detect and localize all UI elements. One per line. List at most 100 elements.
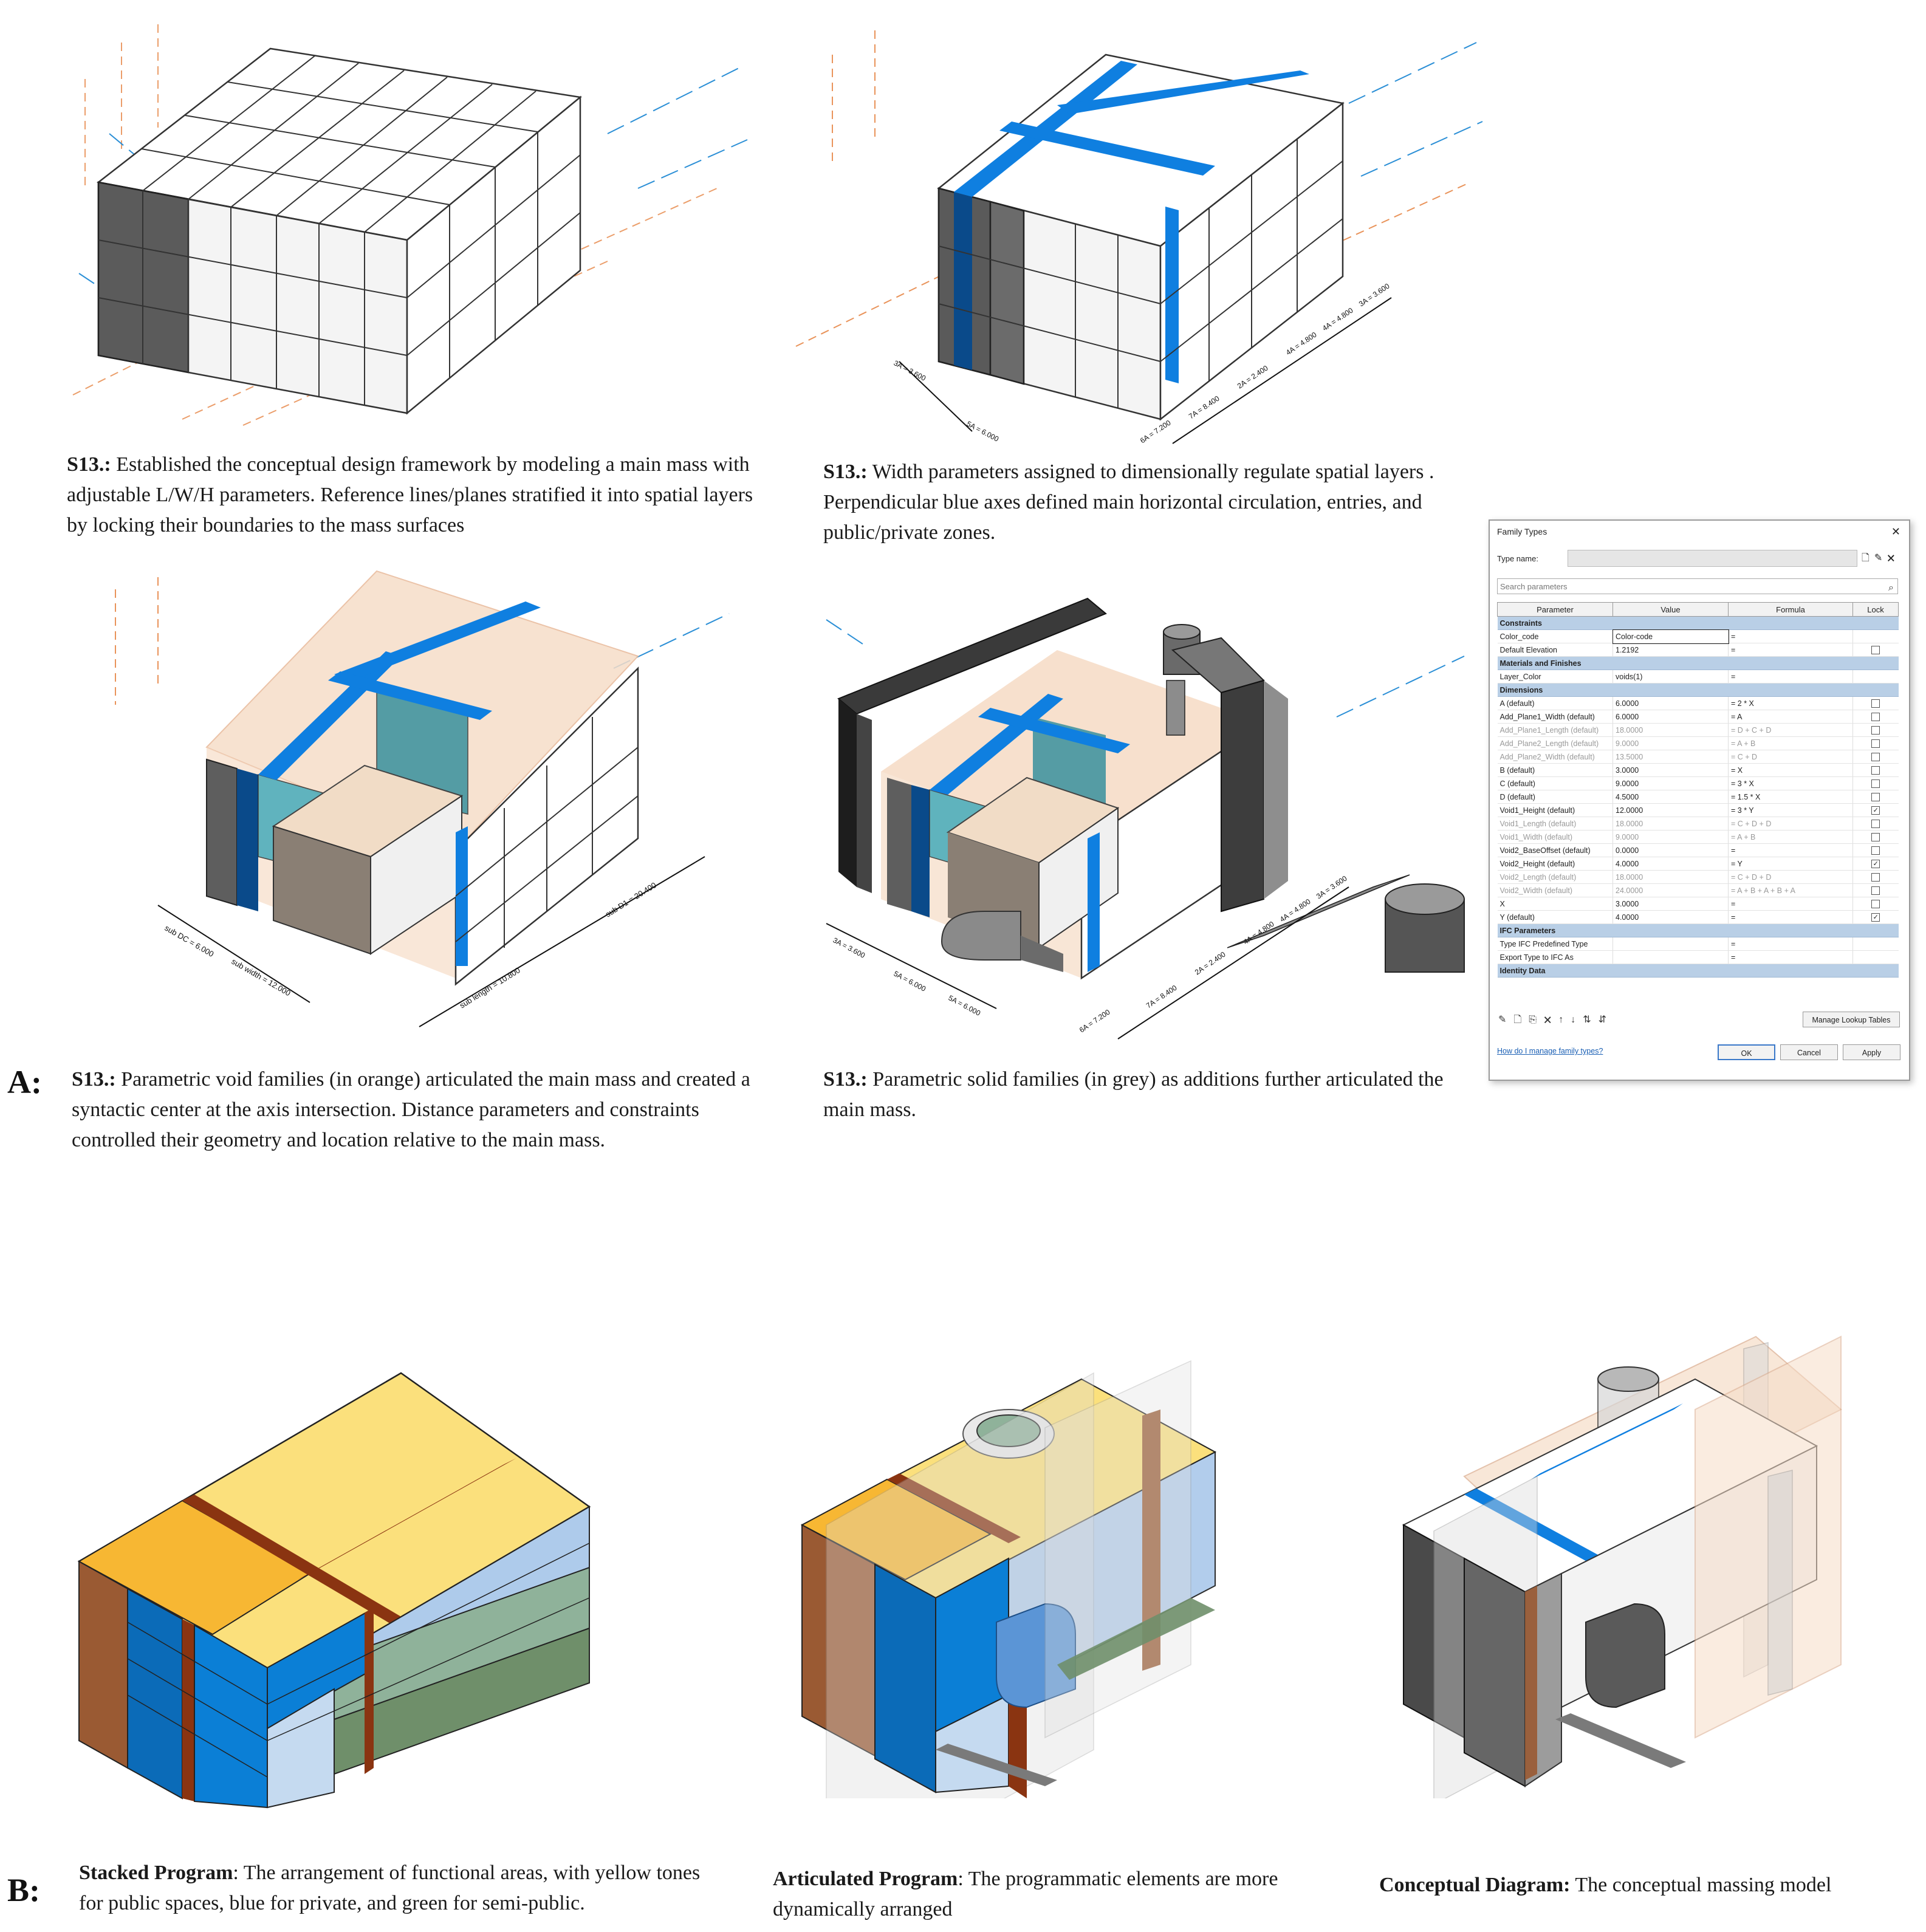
parameter-row[interactable]: Export Type to IFC As= xyxy=(1497,950,1899,964)
parameter-value[interactable]: 18.0000 xyxy=(1612,817,1729,831)
parameter-value[interactable]: 4.0000 xyxy=(1612,857,1729,871)
parameter-row[interactable]: Add_Plane1_Width (default)6.0000= A xyxy=(1497,710,1899,724)
parameter-row[interactable]: Add_Plane2_Width (default)13.5000= C + D xyxy=(1497,750,1899,764)
parameter-group-row[interactable]: Materials and Finishes xyxy=(1497,656,1899,670)
lock-checkbox[interactable] xyxy=(1871,779,1880,788)
lock-checkbox[interactable] xyxy=(1871,752,1880,761)
parameter-value[interactable]: 9.0000 xyxy=(1612,736,1729,750)
col-header-value[interactable]: Value xyxy=(1612,602,1729,617)
parameter-formula[interactable]: = C + D + D xyxy=(1728,870,1853,884)
close-icon[interactable]: ✕ xyxy=(1891,526,1900,538)
parameter-group-row[interactable]: Dimensions xyxy=(1497,683,1899,697)
parameter-group-row[interactable]: IFC Parameters xyxy=(1497,923,1899,937)
manage-lookup-tables-button[interactable]: Manage Lookup Tables xyxy=(1803,1012,1900,1027)
lock-checkbox[interactable] xyxy=(1871,899,1880,908)
rename-type-icon[interactable]: ✎ xyxy=(1874,553,1888,563)
lock-checkbox[interactable] xyxy=(1871,846,1880,855)
lock-checkbox[interactable]: ✓ xyxy=(1871,913,1880,922)
lock-checkbox[interactable] xyxy=(1871,832,1880,841)
parameter-formula[interactable]: = 1.5 * X xyxy=(1728,790,1853,804)
lock-checkbox[interactable] xyxy=(1871,699,1880,708)
parameter-row[interactable]: Void2_BaseOffset (default)0.0000= xyxy=(1497,843,1899,857)
move-down-icon[interactable]: ↓ xyxy=(1571,1015,1583,1025)
lock-checkbox[interactable] xyxy=(1871,645,1880,654)
apply-button[interactable]: Apply xyxy=(1843,1044,1900,1060)
parameter-value[interactable]: 1.2192 xyxy=(1612,643,1729,657)
lock-checkbox[interactable] xyxy=(1871,872,1880,882)
parameter-row[interactable]: Add_Plane2_Length (default)9.0000= A + B xyxy=(1497,736,1899,750)
parameter-formula[interactable]: = C + D xyxy=(1728,750,1853,764)
parameter-formula[interactable]: = xyxy=(1728,843,1853,857)
parameter-formula[interactable]: = 3 * Y xyxy=(1728,803,1853,817)
parameter-formula[interactable]: = C + D + D xyxy=(1728,817,1853,831)
parameter-row[interactable]: Add_Plane1_Length (default)18.0000= D + … xyxy=(1497,723,1899,737)
delete-type-icon[interactable]: 🗙 xyxy=(1887,553,1900,563)
parameter-value[interactable]: 0.0000 xyxy=(1612,843,1729,857)
new-parameter-icon[interactable]: 🗋 xyxy=(1513,1015,1529,1025)
parameter-formula[interactable]: = Y xyxy=(1728,857,1853,871)
col-header-parameter[interactable]: Parameter xyxy=(1497,602,1613,617)
parameter-value[interactable]: 13.5000 xyxy=(1612,750,1729,764)
new-type-icon[interactable]: 🗋 xyxy=(1862,553,1874,563)
parameter-value[interactable]: 9.0000 xyxy=(1612,830,1729,844)
parameter-value[interactable]: Color-code xyxy=(1612,629,1729,644)
parameter-row[interactable]: B (default)3.0000= X xyxy=(1497,763,1899,777)
parameter-row[interactable]: Void1_Height (default)12.0000= 3 * Y✓ xyxy=(1497,803,1899,817)
parameter-formula[interactable]: = xyxy=(1728,629,1853,643)
parameter-formula[interactable]: = A + B xyxy=(1728,830,1853,844)
parameter-row[interactable]: Void1_Length (default)18.0000= C + D + D xyxy=(1497,817,1899,831)
parameter-value[interactable]: 4.5000 xyxy=(1612,790,1729,804)
parameter-row[interactable]: A (default)6.0000= 2 * X xyxy=(1497,696,1899,710)
parameter-value[interactable] xyxy=(1612,950,1729,964)
edit-parameter-icon[interactable]: ✎ xyxy=(1498,1015,1514,1025)
parameter-value[interactable]: 18.0000 xyxy=(1612,870,1729,884)
parameter-value[interactable]: 9.0000 xyxy=(1612,776,1729,790)
parameter-row[interactable]: C (default)9.0000= 3 * X xyxy=(1497,776,1899,790)
help-link[interactable]: How do I manage family types? xyxy=(1497,1047,1603,1055)
parameter-formula[interactable]: = A + B + A + B + A xyxy=(1728,883,1853,897)
parameter-row[interactable]: Type IFC Predefined Type= xyxy=(1497,937,1899,951)
parameter-value[interactable]: 3.0000 xyxy=(1612,763,1729,777)
parameter-formula[interactable]: = D + C + D xyxy=(1728,723,1853,737)
parameter-row[interactable]: Void2_Height (default)4.0000= Y✓ xyxy=(1497,857,1899,871)
parameter-row[interactable]: Void1_Width (default)9.0000= A + B xyxy=(1497,830,1899,844)
lock-checkbox[interactable] xyxy=(1871,725,1880,735)
parameter-value[interactable]: 6.0000 xyxy=(1612,696,1729,710)
cancel-button[interactable]: Cancel xyxy=(1780,1044,1838,1060)
lock-checkbox[interactable] xyxy=(1871,886,1880,895)
lock-checkbox[interactable] xyxy=(1871,819,1880,828)
sort-descending-icon[interactable]: ⇵ xyxy=(1598,1015,1614,1025)
lock-checkbox[interactable] xyxy=(1871,766,1880,775)
lock-checkbox[interactable]: ✓ xyxy=(1871,859,1880,868)
parameter-value[interactable]: 3.0000 xyxy=(1612,897,1729,911)
parameter-formula[interactable]: = xyxy=(1728,937,1853,951)
lock-checkbox[interactable] xyxy=(1871,792,1880,801)
parameter-formula[interactable]: = xyxy=(1728,910,1853,924)
parameter-value[interactable]: 4.0000 xyxy=(1612,910,1729,924)
col-header-formula[interactable]: Formula xyxy=(1728,602,1853,617)
parameter-formula[interactable]: = 3 * X xyxy=(1728,776,1853,790)
parameter-row[interactable]: D (default)4.5000= 1.5 * X xyxy=(1497,790,1899,804)
parameter-formula[interactable]: = A xyxy=(1728,710,1853,724)
parameter-value[interactable]: 12.0000 xyxy=(1612,803,1729,817)
col-header-lock[interactable]: Lock xyxy=(1852,602,1899,617)
parameter-value[interactable]: 24.0000 xyxy=(1612,883,1729,897)
parameter-row[interactable]: Y (default)4.0000=✓ xyxy=(1497,910,1899,924)
lock-checkbox[interactable] xyxy=(1871,739,1880,748)
move-up-icon[interactable]: ↑ xyxy=(1558,1015,1571,1025)
sort-ascending-icon[interactable]: ⇅ xyxy=(1583,1015,1599,1025)
parameter-formula[interactable]: = xyxy=(1728,643,1853,657)
parameter-group-row[interactable]: Identity Data xyxy=(1497,964,1899,978)
parameter-formula[interactable]: = xyxy=(1728,670,1853,683)
parameter-formula[interactable]: = X xyxy=(1728,763,1853,777)
parameter-formula[interactable]: = xyxy=(1728,897,1853,911)
lock-checkbox[interactable]: ✓ xyxy=(1871,806,1880,815)
parameter-group-row[interactable]: Constraints xyxy=(1497,616,1899,630)
parameter-formula[interactable]: = A + B xyxy=(1728,736,1853,750)
type-name-dropdown[interactable] xyxy=(1568,550,1857,567)
parameter-value[interactable]: 6.0000 xyxy=(1612,710,1729,724)
parameter-formula[interactable]: = xyxy=(1728,950,1853,964)
